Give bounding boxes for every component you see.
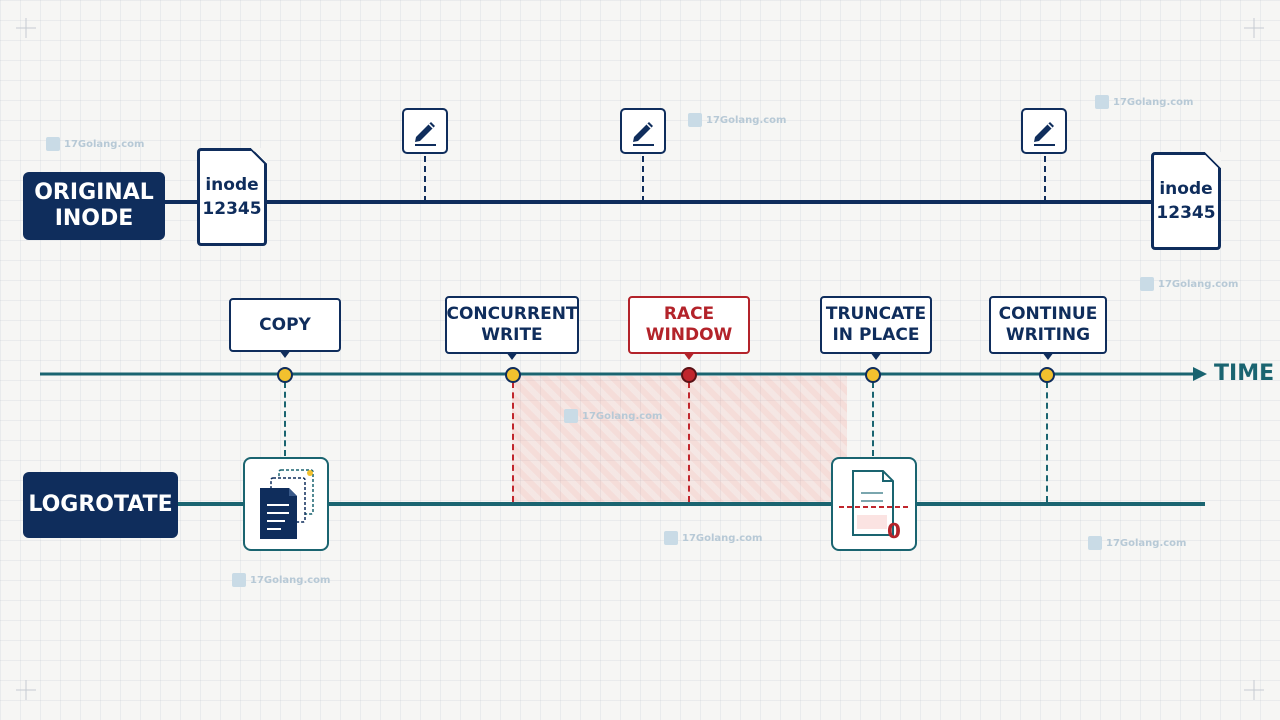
watermark: 17Golang.com — [664, 531, 762, 545]
inode-file-start: inode 12345 — [197, 148, 267, 246]
watermark: 17Golang.com — [1140, 277, 1238, 291]
inode-file-end: inode 12345 — [1151, 152, 1221, 250]
event-copy-label: COPY — [229, 298, 341, 358]
event-concurrent-write-label: CONCURRENT WRITE — [445, 296, 579, 360]
watermark: 17Golang.com — [232, 573, 330, 587]
copy-documents-icon — [243, 457, 329, 551]
race-window-connector — [688, 382, 690, 502]
pencil-edit-icon — [620, 108, 666, 154]
event-dot-truncate — [865, 367, 881, 383]
event-dot-concurrent-write — [505, 367, 521, 383]
pencil-edit-icon — [402, 108, 448, 154]
event-continue-writing-label: CONTINUE WRITING — [989, 296, 1107, 360]
truncate-connector — [872, 382, 874, 456]
write-connector-3 — [1044, 156, 1046, 202]
time-axis-arrow — [1193, 367, 1207, 381]
lane-label-original-inode: ORIGINAL INODE — [23, 172, 165, 240]
watermark: 17Golang.com — [1088, 536, 1186, 550]
continue-writing-connector — [1046, 382, 1048, 502]
event-truncate-label: TRUNCATE IN PLACE — [820, 296, 932, 360]
watermark: 17Golang.com — [46, 137, 144, 151]
event-race-window-label: RACE WINDOW — [628, 296, 750, 360]
event-dot-copy — [277, 367, 293, 383]
write-connector-2 — [642, 156, 644, 202]
truncate-size-value: 0 — [887, 519, 901, 543]
watermark: 17Golang.com — [564, 409, 662, 423]
watermark-logo-icon — [564, 409, 578, 423]
watermark-logo-icon — [664, 531, 678, 545]
race-window-region — [512, 376, 847, 502]
time-axis-label: TIME — [1214, 361, 1275, 386]
watermark: 17Golang.com — [1095, 95, 1193, 109]
watermark-logo-icon — [232, 573, 246, 587]
event-dot-continue-writing — [1039, 367, 1055, 383]
lane-label-logrotate: LOGROTATE — [23, 472, 178, 538]
event-dot-race-window — [681, 367, 697, 383]
watermark-logo-icon — [1140, 277, 1154, 291]
pencil-edit-icon — [1021, 108, 1067, 154]
watermark-logo-icon — [688, 113, 702, 127]
copy-connector — [284, 382, 286, 456]
watermark-logo-icon — [46, 137, 60, 151]
watermark-logo-icon — [1088, 536, 1102, 550]
watermark: 17Golang.com — [688, 113, 786, 127]
watermark-logo-icon — [1095, 95, 1109, 109]
concurrent-write-connector — [512, 382, 514, 502]
write-connector-1 — [424, 156, 426, 202]
truncated-file-icon: 0 — [831, 457, 917, 551]
